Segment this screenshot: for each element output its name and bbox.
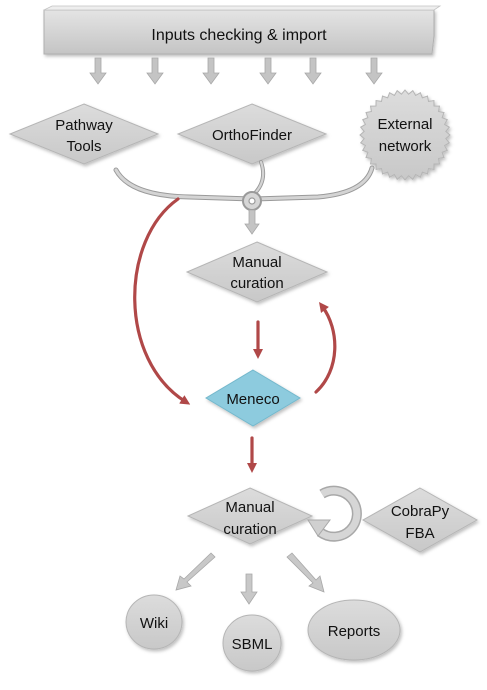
external-network-label-line1: External — [377, 116, 432, 133]
external-network-node: External network — [359, 89, 451, 181]
import-arrow-2 — [146, 57, 164, 85]
pathway-tools-label-line2: Tools — [66, 138, 101, 155]
inputs-checking-banner: Inputs checking & import — [43, 5, 442, 55]
cobrapy-fba-node: CobraPy FBA — [361, 487, 479, 553]
import-arrow-3 — [202, 57, 220, 85]
import-arrow-6 — [365, 57, 383, 85]
output-arrow-reports — [286, 552, 325, 593]
manual-curation-1-label-line2: curation — [230, 275, 283, 292]
orthofinder-node: OrthoFinder — [176, 103, 328, 165]
output-arrow-sbml — [240, 573, 258, 605]
import-arrow-4 — [259, 57, 277, 85]
cobrapy-label-line2: FBA — [405, 525, 434, 542]
meneco-label: Meneco — [226, 391, 279, 408]
import-arrow-1 — [89, 57, 107, 85]
reports-label: Reports — [328, 623, 381, 640]
import-arrow-5 — [304, 57, 322, 85]
manual-curation-1-label-line1: Manual — [232, 254, 281, 271]
import-arrows — [89, 57, 383, 85]
sbml-label: SBML — [232, 636, 273, 653]
wiki-output: Wiki — [125, 594, 183, 650]
meneco-node: Meneco — [205, 369, 301, 427]
red-flow-arrows — [133, 197, 337, 473]
arrow-meneco-to-curation1 — [314, 301, 337, 394]
refresh-cycle-icon — [307, 485, 362, 542]
pathway-tools-label-line1: Pathway — [55, 117, 113, 134]
wiki-label: Wiki — [140, 615, 168, 632]
merge-connector — [113, 160, 375, 235]
manual-curation-2-label-line2: curation — [223, 521, 276, 538]
output-arrows — [175, 552, 325, 605]
manual-curation-2-label-line1: Manual — [225, 499, 274, 516]
arrow-merge-to-meneco — [133, 197, 191, 405]
banner-label: Inputs checking & import — [151, 27, 327, 44]
reports-output: Reports — [307, 599, 401, 661]
manual-curation-2-node: Manual curation — [186, 487, 314, 545]
sbml-output: SBML — [222, 614, 282, 672]
orthofinder-label: OrthoFinder — [212, 127, 292, 144]
pathway-tools-node: Pathway Tools — [8, 103, 160, 165]
manual-curation-1-node: Manual curation — [185, 241, 329, 303]
cobrapy-label-line1: CobraPy — [391, 503, 450, 520]
external-network-label-line2: network — [379, 138, 432, 155]
output-arrow-wiki — [175, 552, 216, 591]
